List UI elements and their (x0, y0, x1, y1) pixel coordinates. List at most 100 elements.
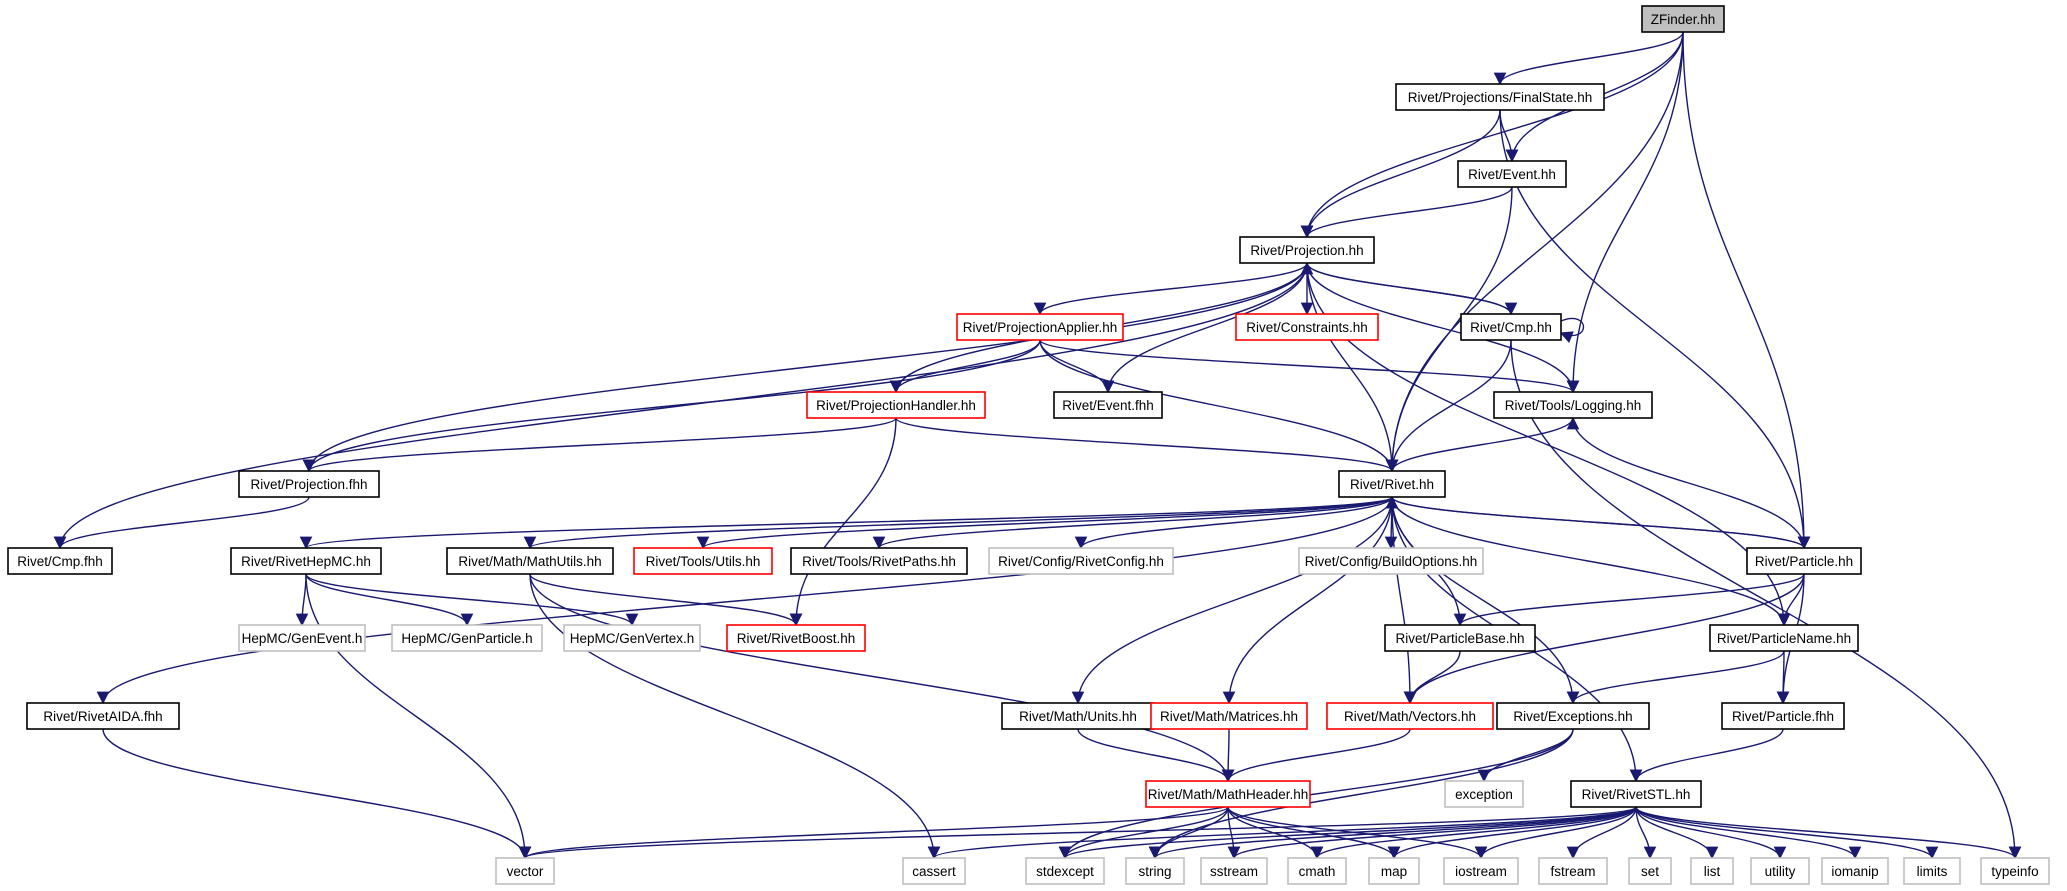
node-iostream: iostream (1443, 857, 1519, 885)
edge (1387, 806, 1637, 860)
node-vectors[interactable]: Rivet/Math/Vectors.hh (1326, 702, 1494, 730)
edge (1148, 806, 1637, 860)
node-label: string (1138, 864, 1171, 879)
edge-projfhh-to-cmpfhh (53, 496, 310, 550)
node-label: Rivet/Projection.hh (1250, 243, 1363, 258)
edge-rivetstl-to-fstream (1566, 806, 1637, 860)
edge (1306, 262, 1399, 473)
edge (1474, 806, 1637, 860)
node-particlebase[interactable]: Rivet/ParticleBase.hh (1384, 624, 1536, 652)
node-box (1384, 624, 1536, 652)
edge-mathheader-to-string (1148, 806, 1229, 860)
node-exceptions[interactable]: Rivet/Exceptions.hh (1496, 702, 1650, 730)
node-cmp[interactable]: Rivet/Cmp.hh (1460, 313, 1562, 341)
node-label: Rivet/Tools/Logging.hh (1505, 398, 1642, 413)
node-particle[interactable]: Rivet/Particle.hh (1746, 547, 1862, 575)
edge (1510, 339, 2022, 860)
node-aida[interactable]: Rivet/RivetAIDA.fhh (26, 702, 180, 730)
node-buildopts: Rivet/Config/BuildOptions.hh (1298, 547, 1484, 575)
node-zfinder[interactable]: ZFinder.hh (1641, 5, 1725, 33)
node-label: list (1704, 864, 1721, 879)
edge (1221, 728, 1411, 783)
node-units[interactable]: Rivet/Math/Units.hh (1001, 702, 1155, 730)
edge (1227, 806, 1637, 860)
edge (1566, 416, 1805, 549)
edge-mathutils-to-cassert (529, 573, 941, 860)
node-label: Rivet/Event.fhh (1062, 398, 1154, 413)
node-box (1235, 313, 1379, 341)
edge (519, 806, 1637, 860)
node-label: Rivet/Config/BuildOptions.hh (1305, 554, 1478, 569)
node-typeinfo: typeinfo (1980, 857, 2050, 885)
node-projection[interactable]: Rivet/Projection.hh (1239, 236, 1375, 264)
edge-particlefhh-to-rivetstl (1629, 728, 1784, 783)
node-label: Rivet/Particle.fhh (1732, 709, 1834, 724)
node-box (230, 547, 382, 575)
edge-projection-to-logging (1306, 262, 1580, 394)
edge (300, 496, 1393, 550)
node-box (7, 547, 113, 575)
node-label: sstream (1210, 864, 1258, 879)
edge-logging-to-rivet (1385, 417, 1574, 473)
edge (1039, 339, 1115, 394)
edge-rivet-to-aida (96, 496, 1393, 705)
node-hepmc[interactable]: Rivet/RivetHepMC.hh (230, 547, 382, 575)
edge (1566, 806, 1637, 860)
edge-rivetstl-to-stdexcept (1058, 806, 1637, 860)
node-exception: exception (1444, 780, 1524, 808)
edge-matrices-to-mathheader (1221, 728, 1235, 783)
node-label: Rivet/Constraints.hh (1246, 320, 1368, 335)
node-box (1395, 83, 1605, 111)
node-logging[interactable]: Rivet/Tools/Logging.hh (1493, 391, 1653, 419)
edge (1077, 728, 1235, 783)
edge (1635, 806, 1939, 860)
node-event[interactable]: Rivet/Event.hh (1457, 160, 1567, 188)
edge-rivetstl-to-cmath (1310, 806, 1637, 860)
node-box (1496, 702, 1650, 730)
node-particlefhh[interactable]: Rivet/Particle.fhh (1721, 702, 1845, 730)
edge-projection-to-projapplier (1033, 262, 1308, 316)
node-utils[interactable]: Rivet/Tools/Utils.hh (633, 547, 773, 575)
node-cmpfhh[interactable]: Rivet/Cmp.fhh (7, 547, 113, 575)
node-box (1368, 857, 1420, 885)
node-label: Rivet/RivetHepMC.hh (241, 554, 371, 569)
node-projfhh[interactable]: Rivet/Projection.fhh (238, 470, 380, 498)
edge-rivetstl-to-sstream (1227, 806, 1637, 860)
node-label: HepMC/GenParticle.h (401, 631, 532, 646)
edge (1635, 806, 1787, 860)
node-rivetstl[interactable]: Rivet/RivetSTL.hh (1570, 780, 1702, 808)
edge-rivet-to-units (1071, 496, 1393, 705)
edge (928, 806, 1637, 860)
node-rivet[interactable]: Rivet/Rivet.hh (1338, 470, 1446, 498)
node-rivetboost[interactable]: Rivet/RivetBoost.hh (726, 624, 866, 652)
edge (889, 339, 1041, 394)
node-projapplier[interactable]: Rivet/ProjectionApplier.hh (956, 313, 1124, 341)
edge (1101, 262, 1308, 394)
node-iomanip: iomanip (1821, 857, 1889, 885)
edge-rivet-to-exceptions (1391, 496, 1580, 705)
node-finalstate[interactable]: Rivet/Projections/FinalState.hh (1395, 83, 1605, 111)
node-list: list (1690, 857, 1734, 885)
node-label: HepMC/GenVertex.h (570, 631, 695, 646)
edge (302, 262, 1308, 473)
node-label: iostream (1455, 864, 1507, 879)
node-particlename[interactable]: Rivet/ParticleName.hh (1709, 624, 1859, 652)
edge (1629, 728, 1784, 783)
node-eventfhh[interactable]: Rivet/Event.fhh (1053, 391, 1163, 419)
edge (1682, 31, 1811, 550)
edge-rivetstl-to-set (1635, 806, 1657, 860)
node-label: iomanip (1831, 864, 1878, 879)
edge-projhandler-to-rivet (895, 417, 1399, 473)
node-mathutils[interactable]: Rivet/Math/MathUtils.hh (446, 547, 614, 575)
node-matrices[interactable]: Rivet/Math/Matrices.hh (1150, 702, 1308, 730)
node-rivetpaths[interactable]: Rivet/Tools/RivetPaths.hh (790, 547, 968, 575)
edge (1227, 806, 1401, 860)
node-constraints[interactable]: Rivet/Constraints.hh (1235, 313, 1379, 341)
node-mathheader[interactable]: Rivet/Math/MathHeader.hh (1145, 780, 1311, 808)
edge (1033, 262, 1308, 316)
node-label: Rivet/Cmp.fhh (17, 554, 103, 569)
edge (53, 496, 310, 550)
edge (529, 573, 803, 627)
node-projhandler[interactable]: Rivet/ProjectionHandler.hh (806, 391, 986, 419)
node-box (1980, 857, 2050, 885)
